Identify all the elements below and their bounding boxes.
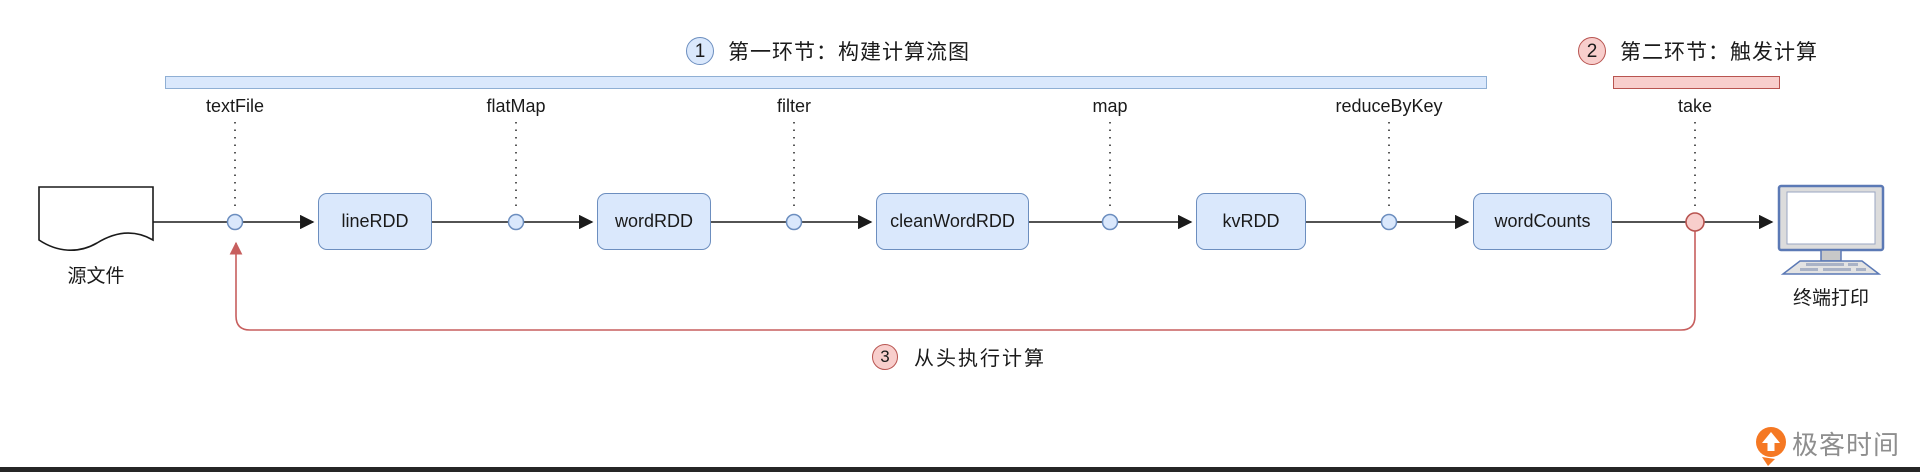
dot-flatmap xyxy=(507,213,525,231)
geektime-logo-icon xyxy=(1756,427,1786,466)
geektime-watermark-text: 极客时间 xyxy=(1792,430,1901,460)
rdd-box-wordcounts: wordCounts xyxy=(1473,193,1612,250)
operator-label-filter: filter xyxy=(776,96,811,116)
stage2-span-bar xyxy=(1613,76,1780,89)
stage1-badge: 1 xyxy=(686,37,714,65)
rdd-box-cleanwordrdd: cleanWordRDD xyxy=(876,193,1029,250)
rdd-box-wordrdd: wordRDD xyxy=(597,193,711,250)
rdd-box-linerdd: lineRDD xyxy=(318,193,432,250)
dot-textfile xyxy=(226,213,244,231)
operator-label-take: take xyxy=(1677,96,1713,116)
loop-arrow xyxy=(229,231,1696,331)
dot-map xyxy=(1101,213,1119,231)
dot-take xyxy=(1685,212,1705,232)
stage1-header: 1 第一环节：构建计算流图 xyxy=(686,36,970,66)
stage2-title: 第二环节：触发计算 xyxy=(1620,41,1818,64)
dot-reducebykey xyxy=(1380,213,1398,231)
stage1-title: 第一环节：构建计算流图 xyxy=(728,41,970,64)
operator-dots xyxy=(226,212,1705,232)
stage3-title: 从头执行计算 xyxy=(914,348,1046,370)
stage2-badge: 2 xyxy=(1578,37,1606,65)
geektime-watermark: 极客时间 xyxy=(1752,425,1900,462)
source-file-icon xyxy=(38,186,154,252)
operator-label-flatmap: flatMap xyxy=(486,96,546,116)
stage3-header: 3 从头执行计算 xyxy=(872,342,1046,371)
operator-label-map: map xyxy=(1092,96,1128,116)
operator-label-textfile: textFile xyxy=(205,96,265,116)
stage3-badge: 3 xyxy=(872,343,898,370)
stage2-header: 2 第二环节：触发计算 xyxy=(1578,36,1818,66)
rdd-box-kvrdd: kvRDD xyxy=(1196,193,1306,250)
terminal-label: 终端打印 xyxy=(1792,288,1869,309)
stage1-span-bar xyxy=(165,76,1487,89)
dot-filter xyxy=(785,213,803,231)
source-file-label: 源文件 xyxy=(67,266,125,287)
operator-label-reducebykey: reduceByKey xyxy=(1335,96,1443,116)
monitor-icon xyxy=(1777,184,1885,275)
bottom-edge xyxy=(0,467,1920,472)
